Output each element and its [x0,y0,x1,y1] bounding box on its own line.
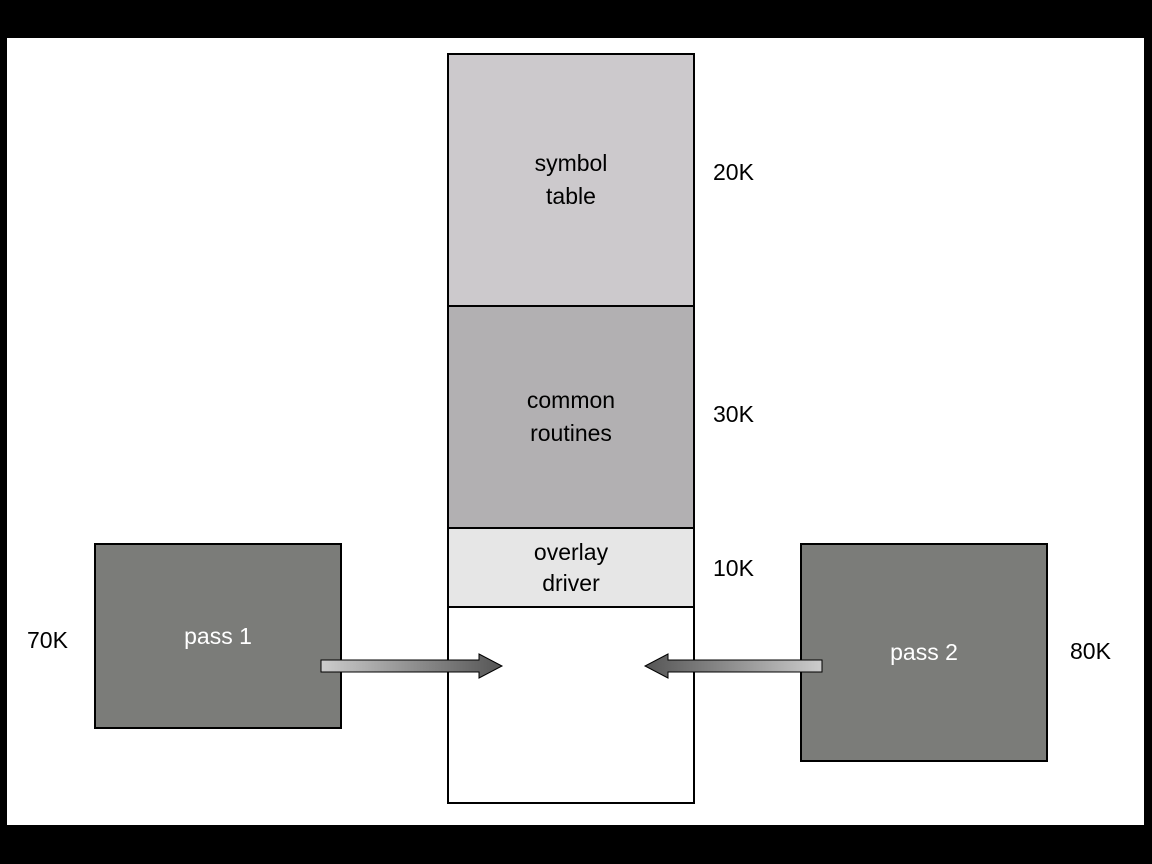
overlay-area-block [447,606,695,804]
pass-2-block: pass 2 [800,543,1048,762]
common-routines-block: common routines [447,305,695,529]
pass-2-label: pass 2 [890,639,958,665]
symbol-table-size: 20K [713,159,754,185]
common-routines-size: 30K [713,401,754,427]
overlay-driver-label: overlay driver [533,538,609,596]
symbol-table-label: symbol table [534,150,608,209]
overlay-driver-size: 10K [713,555,754,581]
pass-1-size: 70K [27,627,68,653]
pass-1-block: pass 1 [94,543,342,729]
pass-2-size: 80K [1070,638,1111,664]
overlay-driver-block: overlay driver [447,527,695,608]
pass-1-label: pass 1 [184,622,252,649]
symbol-table-block: symbol table [447,53,695,307]
common-routines-label: common routines [526,387,616,446]
